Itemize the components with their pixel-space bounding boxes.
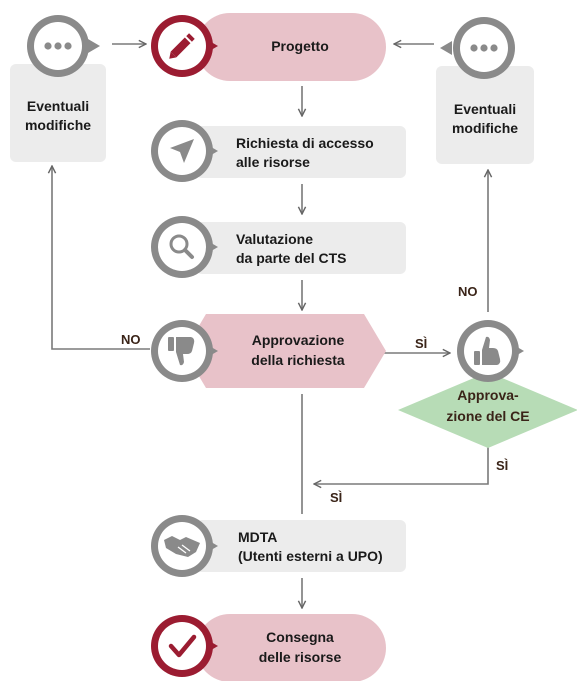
approvazione-ce-label-line1: Approva- (457, 387, 519, 403)
progetto-pill (196, 13, 386, 81)
approvazione-richiesta-hexagon (184, 314, 386, 388)
approvazione-ce-diamond (398, 372, 577, 448)
left-modifiche-label-line1: Eventuali (27, 98, 89, 114)
checkmark-icon (151, 615, 218, 677)
richiesta-accesso-node: Richiesta di accesso alle risorse (151, 120, 406, 182)
valutazione-label-line1: Valutazione (236, 231, 313, 247)
richiesta-accesso-box (196, 126, 406, 178)
mdta-label-line1: MDTA (238, 529, 277, 545)
consegna-pill (196, 614, 386, 681)
right-modifiche-node: Eventuali modifiche (436, 17, 534, 164)
approvazione-richiesta-node: Approvazione della richiesta (151, 314, 386, 388)
approvazione-richiesta-label-line2: della richiesta (251, 352, 345, 368)
edge-label-si-merge: SÌ (330, 490, 342, 505)
mdta-node: MDTA (Utenti esterni a UPO) (151, 515, 406, 577)
left-modifiche-node: Eventuali modifiche (10, 15, 106, 162)
right-modifiche-label-line2: modifiche (452, 120, 518, 136)
mdta-box (196, 520, 406, 572)
consegna-label-line1: Consegna (266, 629, 334, 645)
approvazione-ce-label-line2: zione del CE (446, 408, 529, 424)
edge-label-no-left: NO (121, 332, 141, 347)
approvazione-richiesta-label-line1: Approvazione (252, 332, 345, 348)
thumbs-down-icon (151, 320, 218, 382)
connectors (52, 44, 488, 608)
handshake-icon (151, 515, 218, 577)
richiesta-accesso-label-line1: Richiesta di accesso (236, 135, 374, 151)
left-modifiche-box (10, 64, 106, 162)
right-modifiche-label-line1: Eventuali (454, 101, 516, 117)
edge-label-no-right: NO (458, 284, 478, 299)
mdta-label-line2: (Utenti esterni a UPO) (238, 548, 383, 564)
edge-label-si-ce: SÌ (496, 458, 508, 473)
cursor-arrow-icon (151, 120, 218, 182)
magnifier-icon (151, 216, 218, 278)
consegna-label-line2: delle risorse (259, 649, 342, 665)
consegna-node: Consegna delle risorse (151, 614, 386, 681)
valutazione-box (196, 222, 406, 274)
left-modifiche-label-line2: modifiche (25, 117, 91, 133)
thumbs-up-icon (457, 320, 524, 382)
arrow-si-ce-to-mdta (314, 446, 489, 484)
edge-label-si-right: SÌ (415, 336, 427, 351)
ellipsis-bubble-icon (27, 15, 100, 77)
approvazione-ce-node: Approva- zione del CE (398, 320, 577, 448)
arrow-no-to-left-modifiche (52, 166, 150, 350)
valutazione-node: Valutazione da parte del CTS (151, 216, 406, 278)
ellipsis-bubble-icon (440, 17, 515, 79)
valutazione-label-line2: da parte del CTS (236, 250, 346, 266)
pencil-icon (151, 15, 218, 77)
progetto-node: Progetto (151, 13, 386, 81)
progetto-label: Progetto (271, 38, 329, 54)
right-modifiche-box (436, 66, 534, 164)
richiesta-accesso-label-line2: alle risorse (236, 154, 310, 170)
